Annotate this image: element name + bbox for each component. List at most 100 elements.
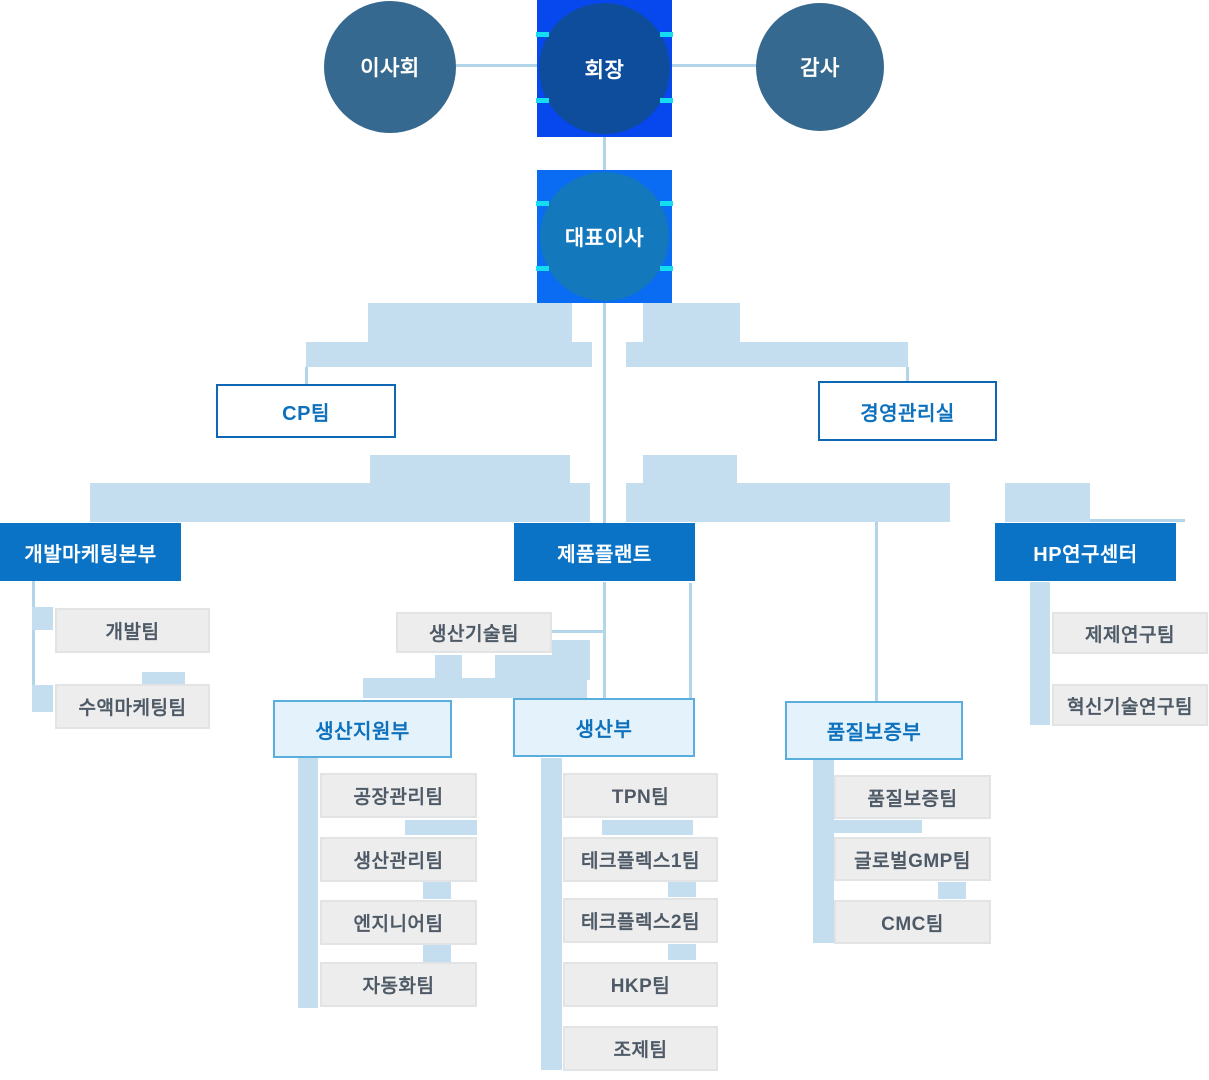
connector-line [1090,519,1185,522]
node-mgmt-office-label: 경영관리실 [860,402,955,425]
connector-line [456,64,537,67]
node-innovation-research-team-label: 혁신기술연구팀 [1067,696,1193,718]
connector-bar [90,483,590,522]
node-dev-hq-label: 개발마케팅본부 [24,543,157,566]
connector-bar [602,820,693,835]
connector-bar [643,455,737,483]
node-tpn-team-label: TPN팀 [611,787,670,808]
connector-line [552,630,605,633]
ceo-circle: 대표이사 [540,172,669,301]
tick-mark [536,32,549,37]
connector-bar [813,760,834,943]
node-global-gmp-team-label: 글로벌GMP팀 [854,850,971,872]
connector-bar [626,342,908,367]
node-dev-team: 개발팀 [55,608,210,653]
connector-bar [1030,582,1050,725]
node-prod-support: 생산지원부 [273,700,452,758]
node-factory-mgmt-team: 공장관리팀 [320,773,477,818]
node-dev-hq: 개발마케팅본부 [0,523,181,581]
node-hkp-team: HKP팀 [563,962,718,1007]
node-hp-center: HP연구센터 [995,523,1176,581]
tick-mark [536,266,549,271]
node-qa-team-label: 품질보증팀 [867,788,958,810]
node-chairman: 회장 [536,0,673,137]
node-hkp-team-label: HKP팀 [610,976,671,997]
node-board: 이사회 [324,1,456,133]
node-cp-team-label: CP팀 [282,402,330,425]
node-techflex1-team: 테크플렉스1팀 [563,837,718,882]
node-compounding-team: 조제팀 [563,1026,718,1071]
node-automation-team: 자동화팀 [320,962,477,1007]
node-automation-team-label: 자동화팀 [362,976,435,997]
node-ceo-label: 대표이사 [564,226,645,250]
node-formulation-research-team-label: 제제연구팀 [1085,624,1175,646]
node-production: 생산부 [513,698,695,757]
connector-bar [938,882,966,899]
node-global-gmp-team: 글로벌GMP팀 [834,837,991,881]
chairman-circle: 회장 [539,3,670,134]
node-prod-mgmt-team-label: 생산관리팀 [353,851,444,872]
node-cmc-team: CMC팀 [834,900,991,944]
connector-bar [626,483,950,522]
connector-bar [643,303,740,342]
node-prod-tech-team: 생산기술팀 [396,612,552,653]
node-factory-mgmt-team-label: 공장관리팀 [353,787,444,808]
connector-line [603,303,606,523]
node-techflex2-team: 테크플렉스2팀 [563,898,718,943]
connector-bar [306,342,592,367]
node-tpn-team: TPN팀 [563,773,718,818]
node-qa-team: 품질보증팀 [834,775,991,819]
node-cp-team: CP팀 [216,384,396,438]
connector-bar [817,820,922,833]
node-hp-center-label: HP연구센터 [1033,543,1138,566]
node-plant-label: 제품플랜트 [557,543,652,566]
node-ceo: 대표이사 [536,170,673,303]
node-infusion-marketing-team: 수액마케팅팀 [55,684,210,729]
node-formulation-research-team: 제제연구팀 [1052,612,1208,654]
connector-bar [541,758,562,1070]
connector-bar [32,685,53,712]
connector-bar [298,758,318,1008]
connector-bar [1005,483,1090,522]
tick-mark [660,98,673,103]
connector-bar [423,945,451,962]
tick-mark [536,98,549,103]
connector-line [672,64,756,67]
connector-line [305,367,308,384]
node-innovation-research-team: 혁신기술연구팀 [1052,684,1208,726]
connector-line [689,583,692,698]
connector-bar [32,607,53,630]
node-prod-tech-team-label: 생산기술팀 [429,624,519,645]
node-compounding-team-label: 조제팀 [613,1040,668,1061]
connector-line [875,522,878,701]
node-dev-team-label: 개발팀 [105,622,160,643]
connector-bar [423,882,451,899]
node-qa-dept-label: 품질보증부 [826,722,922,744]
connector-bar [370,455,570,483]
tick-mark [536,201,549,206]
node-prod-mgmt-team: 생산관리팀 [320,837,477,882]
tick-mark [660,32,673,37]
node-infusion-marketing-team-label: 수액마케팅팀 [78,698,187,719]
connector-line [603,582,606,698]
node-cmc-team-label: CMC팀 [881,913,944,935]
node-board-label: 이사회 [360,57,420,80]
connector-bar [405,820,477,835]
node-production-label: 생산부 [575,719,633,741]
connector-bar [668,944,696,960]
node-chairman-label: 회장 [584,58,625,82]
connector-bar [368,303,572,342]
node-techflex2-team-label: 테크플렉스2팀 [581,912,700,933]
node-plant: 제품플랜트 [514,523,695,581]
connector-line [32,581,35,711]
tick-mark [660,266,673,271]
node-techflex1-team-label: 테크플렉스1팀 [581,851,700,872]
connector-bar [142,672,185,685]
connector-line [603,137,606,170]
connector-bar [495,655,568,680]
node-engineer-team: 엔지니어팀 [320,900,477,945]
node-qa-dept: 품질보증부 [785,701,963,760]
node-auditor-label: 감사 [800,57,840,80]
connector-bar [668,882,696,897]
